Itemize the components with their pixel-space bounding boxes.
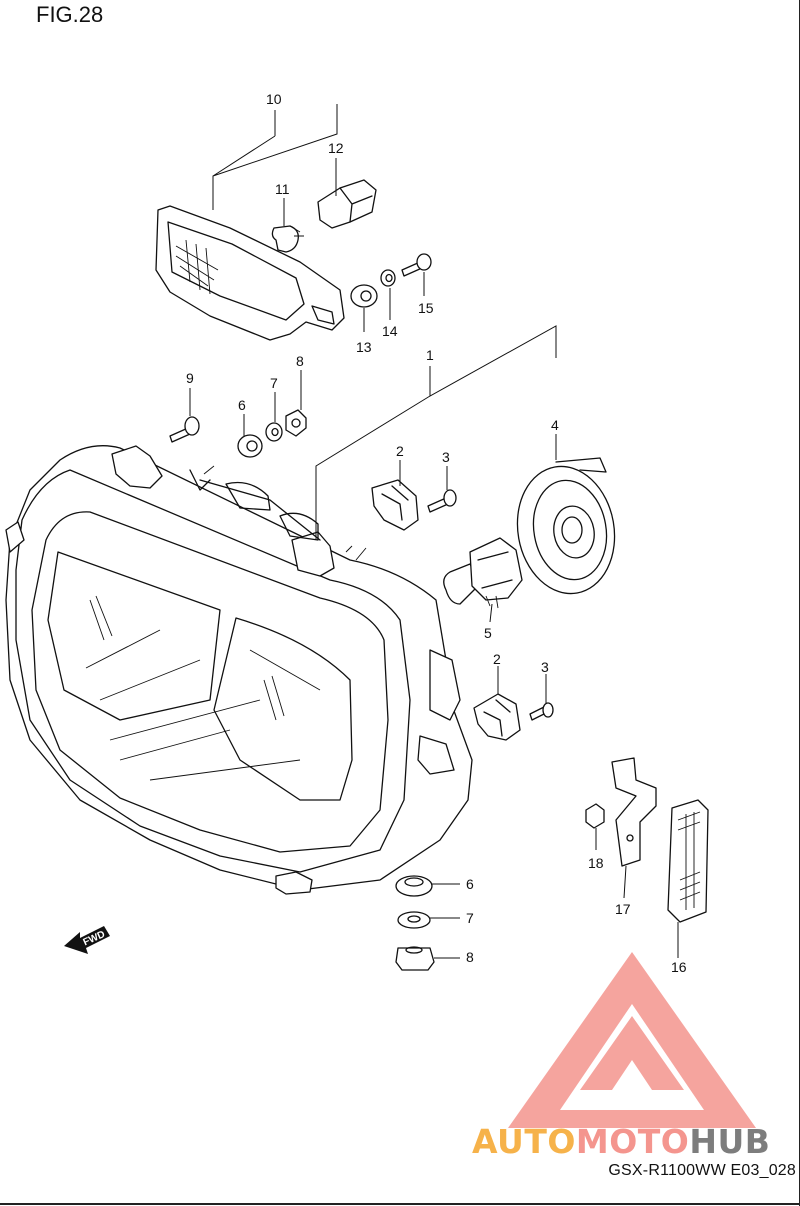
part-16-side-reflector xyxy=(667,799,709,923)
callout-14: 14 xyxy=(382,323,398,339)
callout-8-upper: 8 xyxy=(296,353,304,369)
brand-part-hub: HUB xyxy=(689,1122,771,1161)
figure-title: FIG.28 xyxy=(36,2,104,27)
part-8-nut-upper xyxy=(285,409,307,437)
part-13-grommet xyxy=(350,284,378,308)
callout-numbers: 10 12 11 13 14 15 9 7 8 6 1 2 3 4 5 2 3 … xyxy=(186,91,687,975)
part-2-clamp-upper xyxy=(371,479,419,531)
part-18-nut xyxy=(585,803,605,829)
forward-arrow-icon: FWD xyxy=(64,926,110,954)
part-4-rubber-cover xyxy=(516,457,616,595)
callout-11: 11 xyxy=(275,181,290,197)
part-10-position-light xyxy=(155,205,345,341)
part-15-screw xyxy=(401,253,432,277)
brand-part-auto: AUTO xyxy=(472,1122,576,1161)
callout-3-upper: 3 xyxy=(442,449,450,465)
callout-10: 10 xyxy=(266,91,282,107)
callout-17: 17 xyxy=(615,901,631,917)
callout-5: 5 xyxy=(484,625,492,641)
callout-6-lower: 6 xyxy=(466,876,474,892)
callout-16: 16 xyxy=(671,959,687,975)
part-1-headlight-assembly xyxy=(5,445,473,895)
part-7-washer-upper xyxy=(265,422,283,442)
part-11-bulb xyxy=(271,225,304,253)
callout-2-lower: 2 xyxy=(493,651,501,667)
callout-4: 4 xyxy=(551,417,559,433)
part-9-screw xyxy=(169,416,200,443)
part-12-socket xyxy=(317,179,377,229)
part-8-nut-lower xyxy=(395,946,435,971)
callout-7-lower: 7 xyxy=(466,910,474,926)
part-3-screw-lower xyxy=(529,702,554,721)
watermark-brand: AUTOMOTOHUB xyxy=(472,1122,770,1161)
callout-18: 18 xyxy=(588,855,604,871)
part-5-headlight-bulb xyxy=(443,537,523,609)
callout-7-upper: 7 xyxy=(270,375,278,391)
triangle-logo-icon xyxy=(508,952,756,1128)
part-2-clamp-lower xyxy=(473,693,521,741)
bottom-border xyxy=(0,1203,800,1205)
fwd-label: FWD xyxy=(82,929,107,948)
part-17-bracket xyxy=(611,757,657,867)
callout-9: 9 xyxy=(186,370,194,386)
callout-1: 1 xyxy=(426,347,434,363)
model-code: GSX-R1100WW E03_028 xyxy=(608,1162,796,1179)
callout-8-lower: 8 xyxy=(466,949,474,965)
part-14-washer xyxy=(380,269,396,287)
callout-6-upper: 6 xyxy=(238,397,246,413)
callout-13: 13 xyxy=(356,339,372,355)
brand-part-moto: MOTO xyxy=(575,1122,690,1161)
part-6-grommet-upper xyxy=(237,434,263,458)
callout-12: 12 xyxy=(328,140,344,156)
part-6-grommet-lower xyxy=(395,875,433,897)
callout-15: 15 xyxy=(418,300,434,316)
part-3-screw-upper xyxy=(427,489,457,513)
callout-3-lower: 3 xyxy=(541,659,549,675)
callout-2-upper: 2 xyxy=(396,443,404,459)
part-7-washer-lower xyxy=(397,911,431,929)
leader-lines xyxy=(189,104,679,959)
